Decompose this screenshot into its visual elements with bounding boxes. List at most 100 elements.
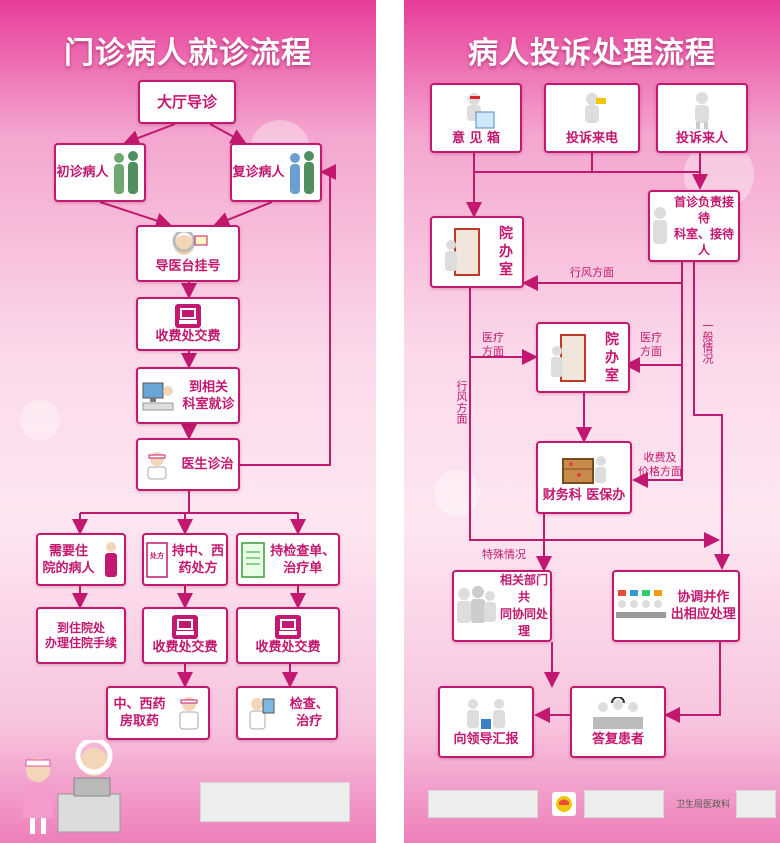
- flow-arrows: [72, 123, 336, 688]
- registration-box: 导医台挂号: [136, 225, 240, 282]
- doctor-diagnosis-box: 医生诊治: [136, 438, 240, 491]
- fee-label: 收费及 价格方面: [638, 451, 682, 478]
- coordinate-label-2: 出相应处理: [670, 607, 736, 622]
- coordinate-text: 协调并作 出相应处理: [671, 589, 736, 623]
- exam-order-label-1: 持检查单、: [270, 543, 336, 559]
- cashier-icon: [275, 615, 301, 639]
- complaint-call-box: 投诉来电: [544, 83, 640, 153]
- first-responder-label-2: 科室、接待人: [673, 227, 734, 257]
- placeholder-box: [736, 790, 776, 818]
- pharmacy-text: 中、西药 房取药: [113, 696, 165, 730]
- hospitalize-label-2: 院的病人: [42, 560, 95, 576]
- first-responder-label-1: 首诊负责接待: [673, 195, 734, 225]
- cashier-icon: [172, 615, 198, 639]
- meeting-icon: [616, 586, 667, 626]
- suggestion-box-icon: [456, 90, 496, 130]
- doctor-xray-icon: [245, 695, 275, 731]
- admission-box: 到住院处 办理住院手续: [36, 607, 126, 664]
- outpatient-flow-panel: 门诊病人就诊流程 大厅导诊: [0, 0, 376, 843]
- coordinate-label-1: 协调并作: [677, 590, 730, 605]
- conduct-label-horizontal: 行风方面: [570, 266, 614, 279]
- prescription-card-icon: 处方: [146, 541, 168, 578]
- exam-treatment-text: 检查、 治疗: [290, 696, 329, 730]
- joint-handling-label-2: 同协同处理: [499, 607, 548, 638]
- department-box: 到相关 科室就诊: [136, 367, 240, 424]
- patients-icon: [109, 150, 143, 196]
- hall-guide-label: 大厅导诊: [156, 92, 217, 111]
- complaint-visit-box: 投诉来人: [656, 83, 748, 153]
- joint-handling-label-1: 相关部门共: [499, 573, 548, 604]
- decor-bubble: [20, 400, 60, 440]
- conduct-label-vertical: 行风方面: [455, 380, 468, 424]
- joint-handling-text: 相关部门共 同协同处理: [498, 572, 550, 640]
- prescription-text: 持中、西 药处方: [172, 543, 224, 577]
- hospitalize-box: 需要住 院的病人: [36, 533, 126, 586]
- complaint-visit-label: 投诉来人: [675, 130, 728, 146]
- phone-icon: [552, 792, 576, 816]
- phone-person-icon: [572, 90, 612, 130]
- meeting-people-icon: [461, 697, 511, 731]
- person-icon: [682, 90, 722, 130]
- placeholder-box: [200, 782, 350, 822]
- prescription-label-2: 药处方: [178, 560, 218, 576]
- complaint-call-label: 投诉来电: [565, 130, 618, 146]
- hall-guide-box: 大厅导诊: [138, 80, 236, 124]
- placeholder-box: [584, 790, 664, 818]
- exam-order-text: 持检查单、 治疗单: [270, 543, 335, 577]
- team-icon: [454, 584, 498, 628]
- pharmacy-label-1: 中、西药: [113, 697, 166, 712]
- hospital-office-label-2: 院 办 室: [605, 331, 619, 384]
- hospital-office-box: 院 办 室: [430, 216, 524, 288]
- doctor-diagnosis-label: 医生诊治: [181, 457, 234, 472]
- report-leader-box: 向领导汇报: [438, 686, 534, 758]
- decor-bubble: [434, 470, 480, 516]
- first-visit-label: 初诊病人: [56, 165, 109, 180]
- footer-department: 卫生局医政科: [676, 800, 731, 810]
- hospital-office-label: 院 办 室: [499, 226, 513, 278]
- suggestion-box-label: 意 见 箱: [451, 130, 501, 146]
- special-case-label: 特殊情况: [482, 548, 526, 561]
- hospital-office-box-2: 院 办 室: [536, 322, 630, 393]
- exam-order-label-2: 治疗单: [283, 560, 323, 576]
- patients-icon: [285, 150, 319, 196]
- call-center-icon: [593, 696, 643, 731]
- hospitalize-label-1: 需要住: [48, 543, 88, 559]
- department-label-2: 科室就诊: [182, 396, 235, 412]
- payment-box: 收费处交费: [136, 297, 240, 351]
- reception-person-icon: [650, 206, 670, 246]
- reply-patient-box: 答复患者: [570, 686, 666, 758]
- svg-text:处方: 处方: [149, 551, 164, 560]
- nurse-icon: [142, 449, 172, 481]
- return-visit-box: 复诊病人: [230, 143, 322, 202]
- department-text: 到相关 科室就诊: [182, 379, 234, 413]
- office-door-icon: [547, 333, 587, 383]
- payment-label: 收费处交费: [155, 328, 221, 344]
- doctor-nurse-illustration: [16, 740, 126, 838]
- finance-box: 财务科 医保办: [536, 441, 632, 514]
- exam-treatment-box: 检查、 治疗: [236, 686, 338, 740]
- pharmacist-icon: [176, 695, 202, 731]
- exam-order-box: 持检查单、 治疗单: [236, 533, 340, 586]
- payment-box-2: 收费处交费: [142, 607, 228, 664]
- office-door-icon: [441, 227, 481, 277]
- joint-handling-box: 相关部门共 同协同处理: [452, 570, 552, 642]
- page-title: 门诊病人就诊流程: [64, 36, 312, 71]
- computer-icon: [141, 379, 175, 413]
- reply-patient-label: 答复患者: [591, 731, 644, 747]
- coordinate-box: 协调并作 出相应处理: [612, 570, 740, 642]
- exam-card-icon: [240, 541, 265, 578]
- suggestion-box: 意 见 箱: [430, 83, 522, 153]
- general-case-label: 一般情况: [701, 320, 714, 364]
- payment-box-3: 收费处交费: [236, 607, 340, 664]
- pharmacy-box: 中、西药 房取药: [106, 686, 210, 740]
- finance-label: 财务科 医保办: [542, 488, 626, 503]
- pharmacy-label-2: 房取药: [119, 714, 159, 729]
- complaint-flow-panel: 病人投诉处理流程 意 见: [404, 0, 780, 843]
- flow-arrows-2: [466, 153, 730, 723]
- abacus-icon: [561, 451, 607, 487]
- payment-label-3: 收费处交费: [255, 640, 321, 655]
- report-leader-label: 向领导汇报: [453, 731, 519, 747]
- first-responder-text: 首诊负责接待 科室、接待人: [670, 194, 738, 258]
- placeholder-box: [428, 790, 538, 818]
- department-label-1: 到相关: [188, 379, 228, 395]
